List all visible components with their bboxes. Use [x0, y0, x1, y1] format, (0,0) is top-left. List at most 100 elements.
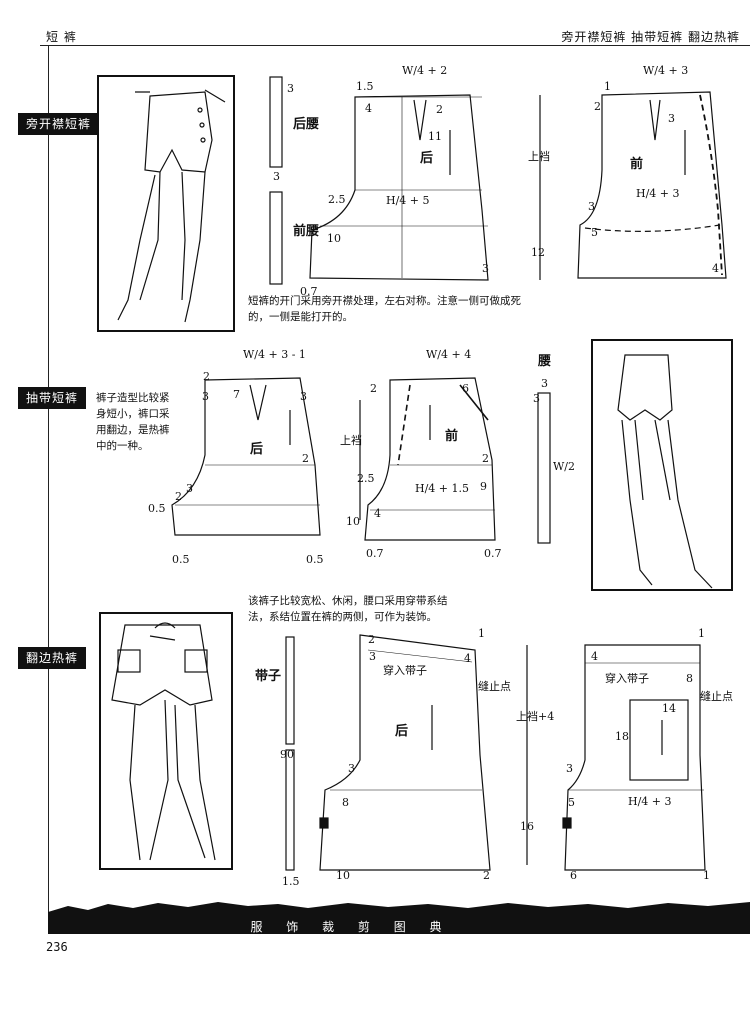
- label-h4-plus15: H/4 + 1.5: [415, 482, 469, 495]
- back-pattern-piece-3: [319, 634, 491, 871]
- label-front-2: 前: [445, 428, 458, 444]
- svg-text:3: 3: [369, 650, 376, 663]
- svg-text:0.7: 0.7: [300, 285, 318, 298]
- svg-text:2: 2: [302, 452, 309, 465]
- label-rise-1: 上裆: [528, 150, 550, 163]
- label-back-2: 后: [250, 441, 263, 457]
- svg-text:2: 2: [436, 103, 443, 116]
- svg-text:18: 18: [615, 730, 629, 743]
- note-drawstring: 裤子造型比较紧身短小，裤口采用翻边，是热裤中的一种。: [96, 392, 170, 452]
- label-back-1: 后: [420, 150, 433, 166]
- svg-text:12: 12: [531, 246, 545, 259]
- svg-text:3: 3: [566, 762, 573, 775]
- back-pattern-piece-1: [309, 94, 489, 281]
- svg-text:8: 8: [342, 796, 349, 809]
- svg-text:10: 10: [336, 869, 350, 882]
- svg-text:2: 2: [368, 633, 375, 646]
- svg-text:0.5: 0.5: [306, 553, 324, 566]
- front-pattern-piece-1: [577, 91, 727, 279]
- svg-text:4: 4: [374, 507, 381, 520]
- label-front-1: 前: [630, 156, 643, 172]
- label-w4-plus2: W/4 + 2: [402, 64, 447, 77]
- label-back-3: 后: [395, 723, 408, 739]
- back-pattern-piece-2: [171, 377, 321, 536]
- svg-text:0.7: 0.7: [484, 547, 502, 560]
- svg-text:3: 3: [273, 170, 280, 183]
- label-rise-2: 上裆: [340, 434, 362, 447]
- svg-text:9: 9: [480, 480, 487, 493]
- label-stop-point-front: 缝止点: [700, 689, 733, 703]
- svg-text:1: 1: [698, 627, 705, 640]
- belt-piece-bottom: [285, 749, 295, 871]
- svg-text:3: 3: [287, 82, 294, 95]
- svg-text:2: 2: [594, 100, 601, 113]
- section-tag-drawstring-shorts: 抽带短裤: [18, 387, 87, 409]
- svg-text:4: 4: [365, 102, 372, 115]
- svg-text:2: 2: [175, 490, 182, 503]
- figure-sketch-2: [617, 354, 713, 589]
- label-waist: 腰: [537, 354, 551, 369]
- label-stop-point-back: 缝止点: [478, 679, 511, 693]
- svg-text:0.5: 0.5: [148, 502, 166, 515]
- waistband-piece-2: [537, 392, 551, 544]
- label-rise-plus4: 上裆+4: [516, 710, 554, 723]
- svg-text:0.5: 0.5: [172, 553, 190, 566]
- page-header-right: 旁开襟短裤 抽带短裤 翻边热裤: [561, 30, 740, 44]
- figure-sketch-1: [117, 89, 226, 323]
- label-thread-belt-front: 穿入带子: [605, 671, 649, 685]
- svg-text:3: 3: [533, 392, 540, 405]
- illustration-drawstring-shorts: [591, 339, 733, 591]
- label-w4-plus4: W/4 + 4: [426, 348, 471, 361]
- page-number: 236: [46, 940, 68, 954]
- footer-title: 服 饰 裁 剪 图 典: [250, 920, 452, 934]
- label-thread-belt-back: 穿入带子: [383, 663, 427, 677]
- label-back-waist: 后腰: [293, 116, 319, 132]
- label-h4-plus3-2: H/4 + 3: [628, 795, 672, 808]
- front-waistband-piece: [269, 191, 283, 285]
- svg-text:6: 6: [570, 869, 577, 882]
- label-w4-plus3-1: W/4 + 3: [643, 64, 688, 77]
- svg-text:4: 4: [591, 650, 598, 663]
- svg-text:4: 4: [464, 652, 471, 665]
- content-frame: [48, 45, 750, 915]
- svg-text:16: 16: [520, 820, 534, 833]
- svg-text:3: 3: [668, 112, 675, 125]
- svg-text:3: 3: [186, 482, 193, 495]
- note-side-open: 短裤的开门采用旁开襟处理，左右对称。注意一侧可做成死的，一侧是能打开的。: [248, 295, 521, 323]
- label-w2: W/2: [553, 460, 575, 473]
- svg-text:3: 3: [202, 390, 209, 403]
- back-waistband-piece: [269, 76, 283, 168]
- svg-text:1: 1: [703, 869, 710, 882]
- illustration-cuffed-hotpants: [99, 612, 233, 870]
- svg-text:14: 14: [662, 702, 676, 715]
- svg-text:10: 10: [346, 515, 360, 528]
- svg-text:8: 8: [686, 672, 693, 685]
- front-pattern-piece-2: [364, 377, 496, 541]
- svg-text:5: 5: [591, 226, 598, 239]
- svg-text:2.5: 2.5: [357, 472, 375, 485]
- svg-text:0.7: 0.7: [366, 547, 384, 560]
- belt-piece-top: [285, 636, 295, 745]
- svg-text:3: 3: [588, 200, 595, 213]
- svg-text:6: 6: [462, 382, 469, 395]
- svg-text:1.5: 1.5: [282, 875, 300, 888]
- svg-text:4: 4: [712, 262, 719, 275]
- svg-text:2: 2: [483, 869, 490, 882]
- svg-text:7: 7: [233, 388, 240, 401]
- section-tag-cuffed-hotpants: 翻边热裤: [18, 647, 87, 669]
- svg-text:3: 3: [482, 262, 489, 275]
- svg-text:5: 5: [568, 796, 575, 809]
- label-front-waist: 前腰: [293, 223, 319, 239]
- svg-text:90: 90: [280, 748, 294, 761]
- svg-text:1: 1: [604, 80, 611, 93]
- front-pattern-piece-3: [564, 644, 706, 871]
- back-dart: [413, 99, 427, 141]
- svg-text:3: 3: [300, 390, 307, 403]
- svg-text:2: 2: [482, 452, 489, 465]
- svg-text:3: 3: [541, 377, 548, 390]
- illustration-side-open-shorts: [97, 75, 235, 332]
- svg-text:2: 2: [203, 370, 210, 383]
- header-rule: [40, 45, 750, 46]
- svg-text:1.5: 1.5: [356, 80, 374, 93]
